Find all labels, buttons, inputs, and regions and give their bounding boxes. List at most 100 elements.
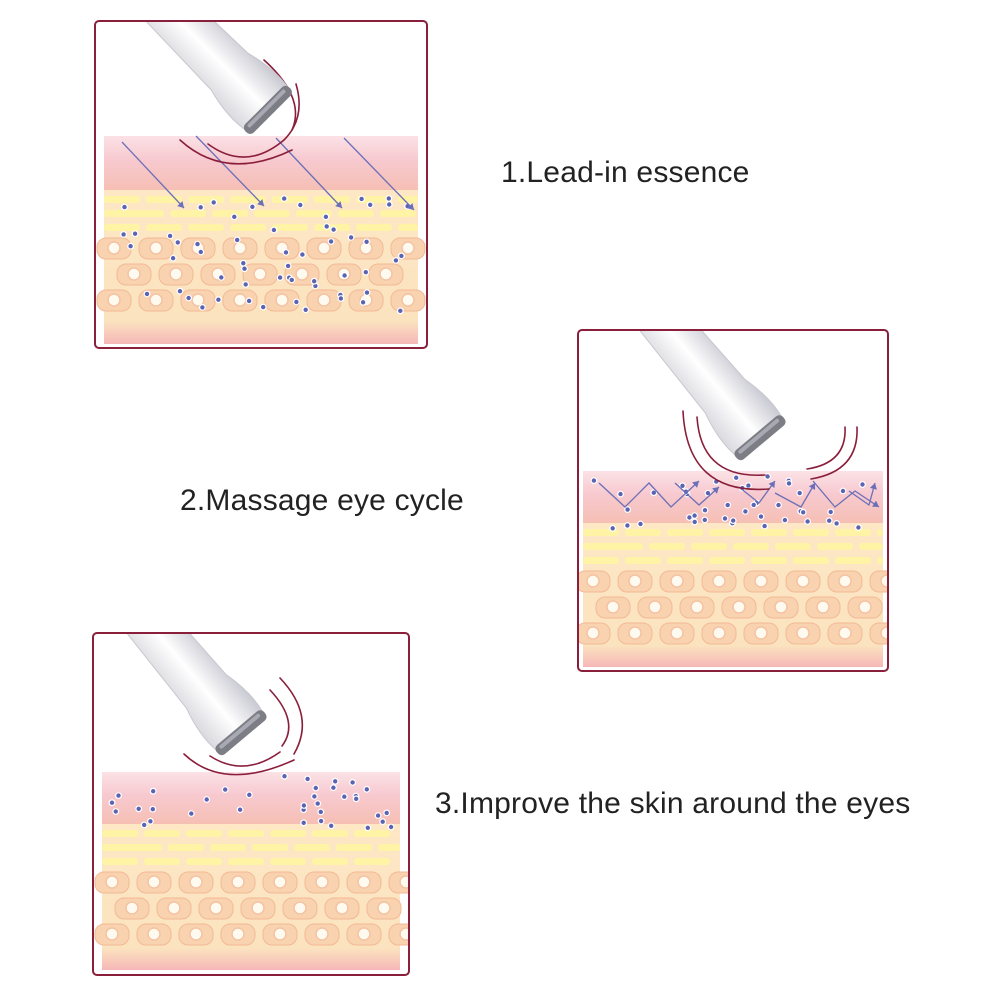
essence-particle bbox=[781, 516, 789, 524]
essence-particle bbox=[363, 785, 371, 793]
flow-arrow bbox=[738, 480, 776, 504]
fat-bar bbox=[793, 557, 829, 564]
fat-bar bbox=[380, 210, 416, 217]
fat-bars bbox=[104, 196, 418, 231]
essence-particle bbox=[691, 518, 699, 526]
cell-nucleus bbox=[838, 574, 852, 588]
cell-nucleus bbox=[149, 241, 163, 255]
cell-nucleus bbox=[231, 875, 245, 889]
fat-bar bbox=[186, 858, 222, 865]
flow-arrow bbox=[774, 482, 816, 508]
essence-particle bbox=[341, 272, 349, 279]
essence-particle bbox=[197, 203, 205, 211]
step-2-diagram-panel bbox=[577, 329, 889, 672]
cell-nucleus bbox=[796, 574, 810, 588]
essence-particle bbox=[804, 518, 812, 525]
fat-bars bbox=[102, 830, 400, 865]
arrow-head bbox=[808, 483, 816, 490]
fat-bar bbox=[775, 543, 811, 550]
cell-nucleus bbox=[858, 600, 872, 614]
vibration-wave bbox=[696, 416, 766, 476]
skin-cells bbox=[96, 237, 426, 312]
flow-arrow bbox=[275, 137, 343, 209]
step-1-illustration bbox=[96, 22, 426, 344]
cell-nucleus bbox=[401, 241, 415, 255]
fat-bar bbox=[859, 543, 883, 550]
flow-arrows bbox=[598, 480, 880, 508]
flow-arrow bbox=[598, 480, 700, 508]
essence-particle bbox=[392, 256, 400, 264]
essence-particle bbox=[194, 240, 201, 248]
cell-nucleus bbox=[253, 267, 267, 281]
fat-bar bbox=[254, 210, 290, 217]
essence-particle bbox=[241, 265, 248, 273]
vibration-wave bbox=[179, 139, 293, 165]
fat-bar bbox=[691, 543, 727, 550]
fat-bar bbox=[144, 830, 180, 837]
cell-nucleus bbox=[273, 875, 287, 889]
fat-bar bbox=[356, 196, 392, 203]
essence-particle bbox=[349, 778, 357, 786]
essence-particle bbox=[764, 473, 772, 480]
arrow-head bbox=[872, 500, 879, 507]
essence-particle bbox=[741, 507, 749, 515]
cell-nucleus bbox=[712, 574, 726, 588]
fat-bar bbox=[170, 210, 206, 217]
vibration-wave bbox=[279, 677, 304, 755]
fat-bar bbox=[751, 557, 787, 564]
fat-bar bbox=[312, 830, 348, 837]
essence-particle bbox=[230, 213, 238, 221]
fat-bar bbox=[270, 858, 306, 865]
fat-bar bbox=[835, 529, 871, 536]
essence-particle bbox=[221, 786, 229, 794]
flow-arrow bbox=[812, 480, 880, 508]
eye-massager-device bbox=[107, 22, 292, 134]
fat-bar bbox=[188, 224, 224, 231]
essence-particle bbox=[203, 796, 211, 803]
essence-particle bbox=[358, 195, 366, 203]
cell-nucleus bbox=[231, 927, 245, 941]
essence-particle bbox=[322, 213, 330, 221]
flow-arrows bbox=[121, 135, 415, 211]
essence-particle bbox=[785, 479, 793, 487]
cell-nucleus bbox=[149, 293, 163, 307]
fat-bar bbox=[835, 557, 871, 564]
cell-nucleus bbox=[628, 626, 642, 640]
cell-nucleus bbox=[127, 267, 141, 281]
essence-particle bbox=[127, 242, 134, 250]
fat-bar bbox=[144, 858, 180, 865]
essence-particle bbox=[609, 524, 617, 532]
essence-particle bbox=[590, 477, 598, 485]
cell-nucleus bbox=[167, 901, 181, 915]
fat-bar bbox=[607, 543, 643, 550]
essence-particle bbox=[187, 810, 195, 818]
essence-particle bbox=[292, 298, 300, 306]
cell-nucleus bbox=[774, 600, 788, 614]
essence-particle bbox=[149, 805, 157, 813]
essence-particle bbox=[259, 303, 267, 311]
fat-bar bbox=[398, 224, 418, 231]
cell-nucleus bbox=[606, 600, 620, 614]
essence-particle bbox=[637, 520, 644, 528]
step-3-label: 3.Improve the skin around the eyes bbox=[435, 787, 911, 820]
fat-bar bbox=[817, 543, 853, 550]
vibration-wave bbox=[682, 410, 770, 491]
fat-bar bbox=[126, 844, 162, 851]
eye-massager-device bbox=[611, 331, 786, 461]
cell-nucleus bbox=[275, 293, 289, 307]
essence-particle bbox=[198, 304, 206, 311]
essence-particle bbox=[701, 506, 709, 514]
step-3-illustration bbox=[94, 634, 408, 970]
fat-bar bbox=[583, 529, 619, 536]
essence-particle bbox=[624, 522, 631, 529]
essence-particle bbox=[330, 226, 338, 234]
fat-bar bbox=[733, 543, 769, 550]
cell-nucleus bbox=[357, 875, 371, 889]
fat-bar bbox=[272, 224, 308, 231]
vibration-wave bbox=[269, 689, 290, 747]
essence-particle bbox=[825, 517, 833, 525]
essence-particle bbox=[398, 252, 405, 260]
essence-particle bbox=[120, 230, 128, 238]
essence-particle bbox=[298, 251, 306, 259]
flow-arrow bbox=[195, 135, 265, 207]
